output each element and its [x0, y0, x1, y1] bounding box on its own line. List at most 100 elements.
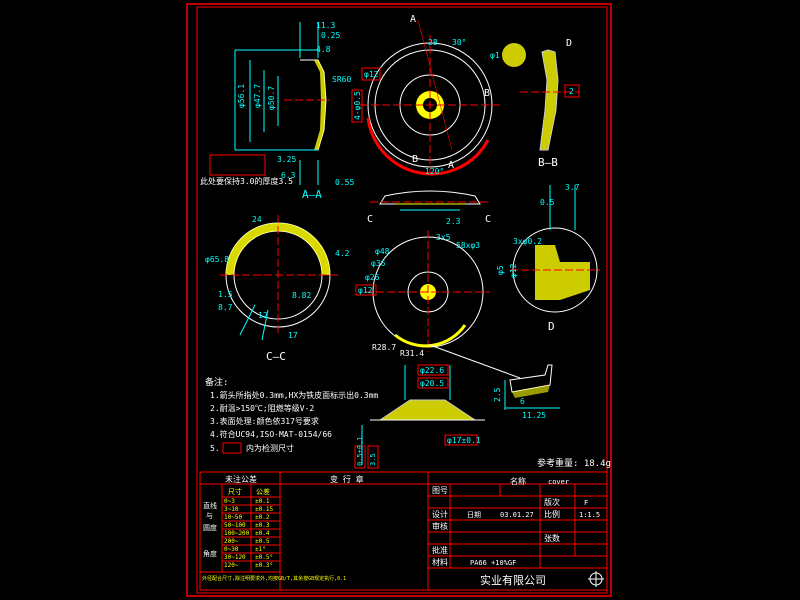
bottom-dim-1: φ48 — [375, 247, 390, 256]
top-dim-phi1: φ1 — [490, 51, 500, 60]
top-dim-holes: 4-φ0.5 — [353, 91, 362, 120]
bottom-dim-5: φ12 — [358, 286, 373, 295]
date-value: 03.01.27 — [500, 511, 534, 519]
aa-dim-9: 6.3 — [281, 171, 296, 180]
tol-row-size: 10~50 — [224, 514, 242, 521]
weight: 参考重量: 18.4g — [537, 457, 611, 469]
cc-view-label: C—C — [266, 350, 286, 363]
bottom-dim-6: R28.7 — [372, 343, 396, 352]
cc-dim-2: 1.5 — [218, 290, 233, 299]
notes: 备注: 1.箭头所指处0.3mm,HX为铁皮面标示出0.3mm 2.耐温>150… — [205, 376, 378, 454]
bb-view-label: B—B — [538, 156, 558, 169]
side-label-c2: C — [485, 214, 491, 225]
revision-header: 变 行 章 — [330, 474, 364, 484]
date-label: 日期 — [467, 511, 481, 519]
cc-dim-1: φ65.8 — [205, 255, 229, 264]
tol-side-3: 圆度 — [203, 523, 217, 532]
tol-side-4: 角度 — [203, 549, 217, 558]
view-bb: D 2 B—B — [520, 38, 580, 169]
tol-row-value: ±0.5° — [255, 554, 273, 561]
section-dim-4: 0.5±0.1 — [356, 436, 364, 466]
tol-row-value: ±0.4 — [255, 530, 270, 537]
bottom-dim-3: φ36 — [371, 259, 386, 268]
aa-dim-6: φ47.7 — [253, 84, 262, 108]
tol-row-value: ±0.3 — [255, 522, 270, 529]
detail-dim-2: 0.5 — [540, 198, 555, 207]
section-dim-1: φ22.6 — [420, 366, 444, 375]
cc-dim-8: 4.2 — [335, 249, 350, 258]
view-top: A A B B φ12 φ1 4-φ0.5 30° 120° 28 — [351, 14, 526, 176]
section-dim-3: φ17±0.1 — [447, 436, 481, 445]
section-dim-2: φ20.5 — [420, 379, 444, 388]
tol-row-value: ±0.5 — [255, 538, 270, 545]
scale-value: 1:1.5 — [579, 511, 600, 519]
aa-view-label: A—A — [302, 188, 322, 201]
view-side: C C 2.3 3x5 — [367, 190, 491, 242]
bb-label-d: D — [566, 38, 572, 49]
note-5: 5. — [210, 444, 220, 453]
aa-dim-1: 11.3 — [316, 21, 335, 30]
tol-row-size: 100~200 — [224, 530, 250, 537]
tol-row-size: 3~10 — [224, 506, 239, 513]
cc-dim-6: 12 — [258, 311, 268, 320]
version-value: F — [584, 499, 588, 507]
tol-row-value: ±0.3° — [255, 562, 273, 569]
tol-row-size: 120~ — [224, 562, 239, 569]
name-value: cover — [548, 478, 569, 486]
top-dim-phi12: φ12 — [364, 70, 379, 79]
view-bottom: φ48 58xφ3 φ36 φ26 φ12 R28.7 R31.4 — [355, 230, 521, 379]
view-detail-d: 3.7 0.5 3xφ0.2 φ5 φ12 D — [496, 183, 600, 333]
profile-dim-3: 11.25 — [522, 411, 546, 420]
tol-rows: 0~3±0.13~10±0.1510~50±0.250~100±0.3100~2… — [222, 496, 280, 569]
profile-dim-2: 6 — [520, 397, 525, 406]
tol-row-size: 200~ — [224, 538, 239, 545]
notes-title: 备注: — [205, 376, 228, 388]
title-fields: 图号 名称 cover 版次 F 设计 日期 03.01.27 比例 1:1.5… — [432, 476, 604, 587]
tol-header: 未注公差 — [225, 474, 257, 484]
top-dim-120deg: 120° — [425, 167, 444, 176]
material-label: 材料 — [432, 557, 448, 567]
aa-dim-5: φ56.1 — [237, 84, 246, 108]
aa-dim-10: 0.55 — [335, 178, 354, 187]
bottom-dim-2: 58xφ3 — [456, 241, 480, 250]
cc-dim-7: 17 — [288, 331, 298, 340]
sheet-label: 张数 — [544, 533, 560, 543]
note-6: 内为检测尺寸 — [246, 443, 294, 453]
detail-dim-6: φ12 — [509, 263, 518, 278]
cc-dim-4: 24 — [252, 215, 262, 224]
material-value: PA66 +10%GF — [470, 559, 516, 567]
top-dim-30deg: 30° — [452, 38, 466, 47]
tol-row-value: ±0.15 — [255, 506, 273, 513]
tol-note: 外径配合尺寸,除注明要求外,均按GB/T,其余按GB规定执行,0.1 — [202, 575, 346, 582]
aa-dim-8: 3.25 — [277, 155, 296, 164]
tol-side-2: 与 — [206, 512, 213, 520]
profile-dim-1: 2.5 — [493, 387, 502, 402]
top-label-a1: A — [410, 14, 416, 25]
detail-dim-1: 3.7 — [565, 183, 580, 192]
aa-dim-7: φ50.7 — [267, 86, 276, 110]
title-block — [199, 471, 608, 591]
bottom-dim-4: φ26 — [365, 273, 380, 282]
detail-dim-4: 3xφ0.2 — [513, 237, 542, 246]
tol-row-value: ±0.2 — [255, 514, 270, 521]
view-aa: 11.3 0.25 4.8 SR60 φ56.1 φ47.7 φ50.7 3.2… — [200, 21, 354, 201]
note-3: 3.表面处理:颜色依317号要求 — [210, 416, 319, 426]
outer-border — [186, 3, 612, 597]
aa-dim-3: 4.8 — [316, 45, 331, 54]
tol-row-value: ±1° — [255, 546, 266, 553]
cc-dim-5: 8.82 — [292, 291, 311, 300]
drawing-no-label: 图号 — [432, 486, 448, 495]
tolerance-table: 未注公差 尺寸 公差 直线 与 圆度 角度 0~3±0.13~10±0.1510… — [202, 474, 346, 582]
view-profile: 2.5 6 11.25 — [493, 364, 560, 420]
view-cc: φ65.8 1.5 8.7 24 8.82 12 17 4.2 C—C — [205, 215, 350, 363]
note-1: 1.箭头所指处0.3mm,HX为铁皮面标示出0.3mm — [210, 390, 378, 400]
inner-border — [196, 6, 608, 594]
tol-col-tol: 公差 — [256, 487, 270, 496]
view-small-section: φ22.6 φ20.5 φ17±0.1 0.5±0.1 3.5 — [354, 364, 485, 469]
bottom-dim-7: R31.4 — [400, 349, 424, 358]
tol-col-size: 尺寸 — [228, 487, 242, 496]
side-label-c1: C — [367, 214, 373, 225]
tol-row-size: 0~30 — [224, 546, 239, 553]
detail-dim-5: φ5 — [496, 265, 505, 275]
